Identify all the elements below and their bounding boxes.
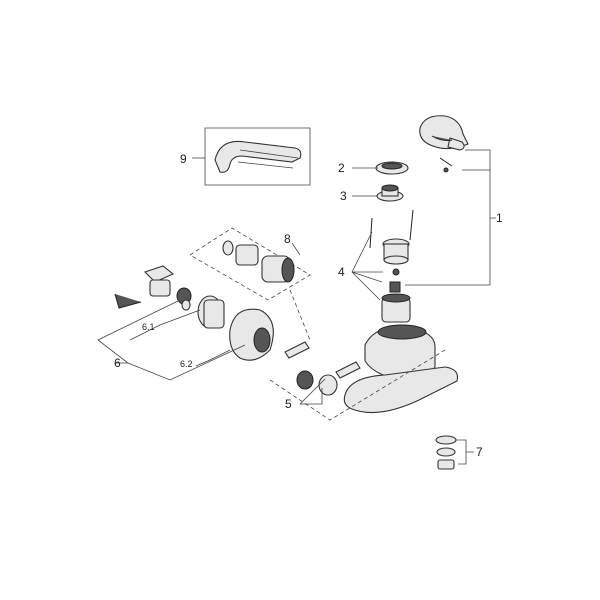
- callout-8: 8: [284, 232, 291, 246]
- part-8-box: [189, 227, 311, 301]
- part-7-aerator: [435, 435, 457, 470]
- callout-9: 9: [180, 152, 187, 166]
- part-2-cap: [375, 161, 409, 175]
- callout-7: 7: [476, 445, 483, 459]
- callout-2: 2: [338, 161, 345, 175]
- callout-4: 4: [338, 265, 345, 279]
- part-2-lever: [419, 115, 469, 173]
- part-9-lever-box: [192, 127, 311, 186]
- callout-6-2: 6.2: [180, 359, 193, 369]
- part-6-2-escutcheon: [197, 295, 274, 361]
- callout-5: 5: [285, 397, 292, 411]
- callout-6-1: 6.1: [142, 322, 155, 332]
- part-6-1-connector: [114, 265, 192, 311]
- part-4-cartridge-stack: [369, 209, 414, 323]
- leader-lines: [97, 149, 496, 465]
- part-3-adapter: [376, 184, 404, 202]
- callout-3: 3: [340, 189, 347, 203]
- callout-6: 6: [114, 356, 121, 370]
- callout-1: 1: [496, 211, 503, 225]
- faucet-body: [343, 324, 459, 414]
